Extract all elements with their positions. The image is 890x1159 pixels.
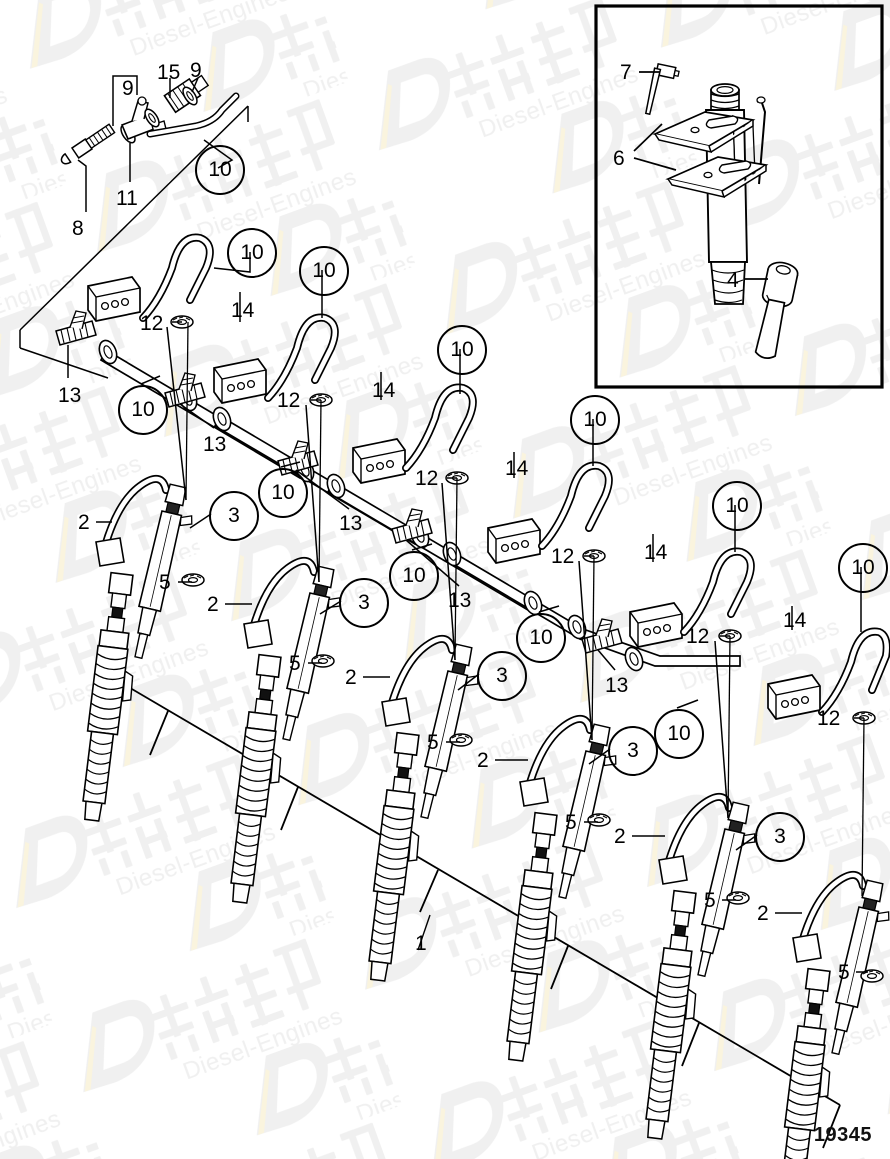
- part-label: 13: [203, 433, 227, 456]
- part-label: 7: [620, 61, 632, 84]
- part-label: 2: [345, 666, 357, 689]
- part-label: 15: [157, 61, 181, 84]
- part-label: 5: [289, 652, 301, 675]
- circled-callout: 3: [608, 726, 658, 776]
- part-label: 5: [159, 571, 171, 594]
- circled-callout: 3: [339, 578, 389, 628]
- circled-callout: 10: [195, 145, 245, 195]
- circled-callout: 3: [477, 651, 527, 701]
- part-label: 14: [505, 457, 529, 480]
- part-label: 14: [231, 299, 255, 322]
- part-label: 8: [72, 217, 84, 240]
- part-label: 5: [565, 811, 577, 834]
- part-label: 14: [372, 379, 396, 402]
- part-label: 9: [122, 77, 134, 100]
- part-label: 12: [415, 467, 439, 490]
- drawing-number: 19345: [813, 1124, 872, 1146]
- part-label: 12: [686, 625, 710, 648]
- part-label: 5: [427, 731, 439, 754]
- circled-callout: 10: [712, 481, 762, 531]
- part-label: 4: [727, 269, 739, 292]
- circled-callout: 10: [516, 613, 566, 663]
- circled-callout: 3: [755, 812, 805, 862]
- circled-callout: 10: [389, 551, 439, 601]
- circled-callout: 10: [299, 246, 349, 296]
- part-label: 13: [339, 512, 363, 535]
- part-label: 12: [817, 707, 841, 730]
- part-label: 14: [644, 541, 668, 564]
- circled-callout: 3: [209, 491, 259, 541]
- part-label: 2: [477, 749, 489, 772]
- part-label: 1: [415, 932, 427, 955]
- part-label: 5: [704, 889, 716, 912]
- part-label: 13: [605, 674, 629, 697]
- part-label: 2: [614, 825, 626, 848]
- part-label: 13: [58, 384, 82, 407]
- part-label: 9: [190, 59, 202, 82]
- inset-contents: [633, 62, 799, 360]
- part-label: 5: [838, 961, 850, 984]
- circled-callout: 10: [654, 709, 704, 759]
- part-label: 2: [207, 593, 219, 616]
- circled-callout: 10: [118, 385, 168, 435]
- circled-callout: 10: [258, 468, 308, 518]
- injector-columns: [76, 321, 890, 1159]
- part-label: 12: [551, 545, 575, 568]
- part-label: 14: [783, 609, 807, 632]
- part-label: 11: [116, 187, 138, 210]
- part-label: 6: [613, 147, 625, 170]
- circled-callout: 10: [437, 325, 487, 375]
- circled-callout: 10: [838, 543, 888, 593]
- part-label: 12: [277, 389, 301, 412]
- circled-callout: 10: [570, 395, 620, 445]
- circled-callout: 10: [227, 228, 277, 278]
- part-label: 13: [448, 589, 472, 612]
- part-label: 2: [78, 511, 90, 534]
- part-label: 12: [140, 312, 164, 335]
- part-label: 2: [757, 902, 769, 925]
